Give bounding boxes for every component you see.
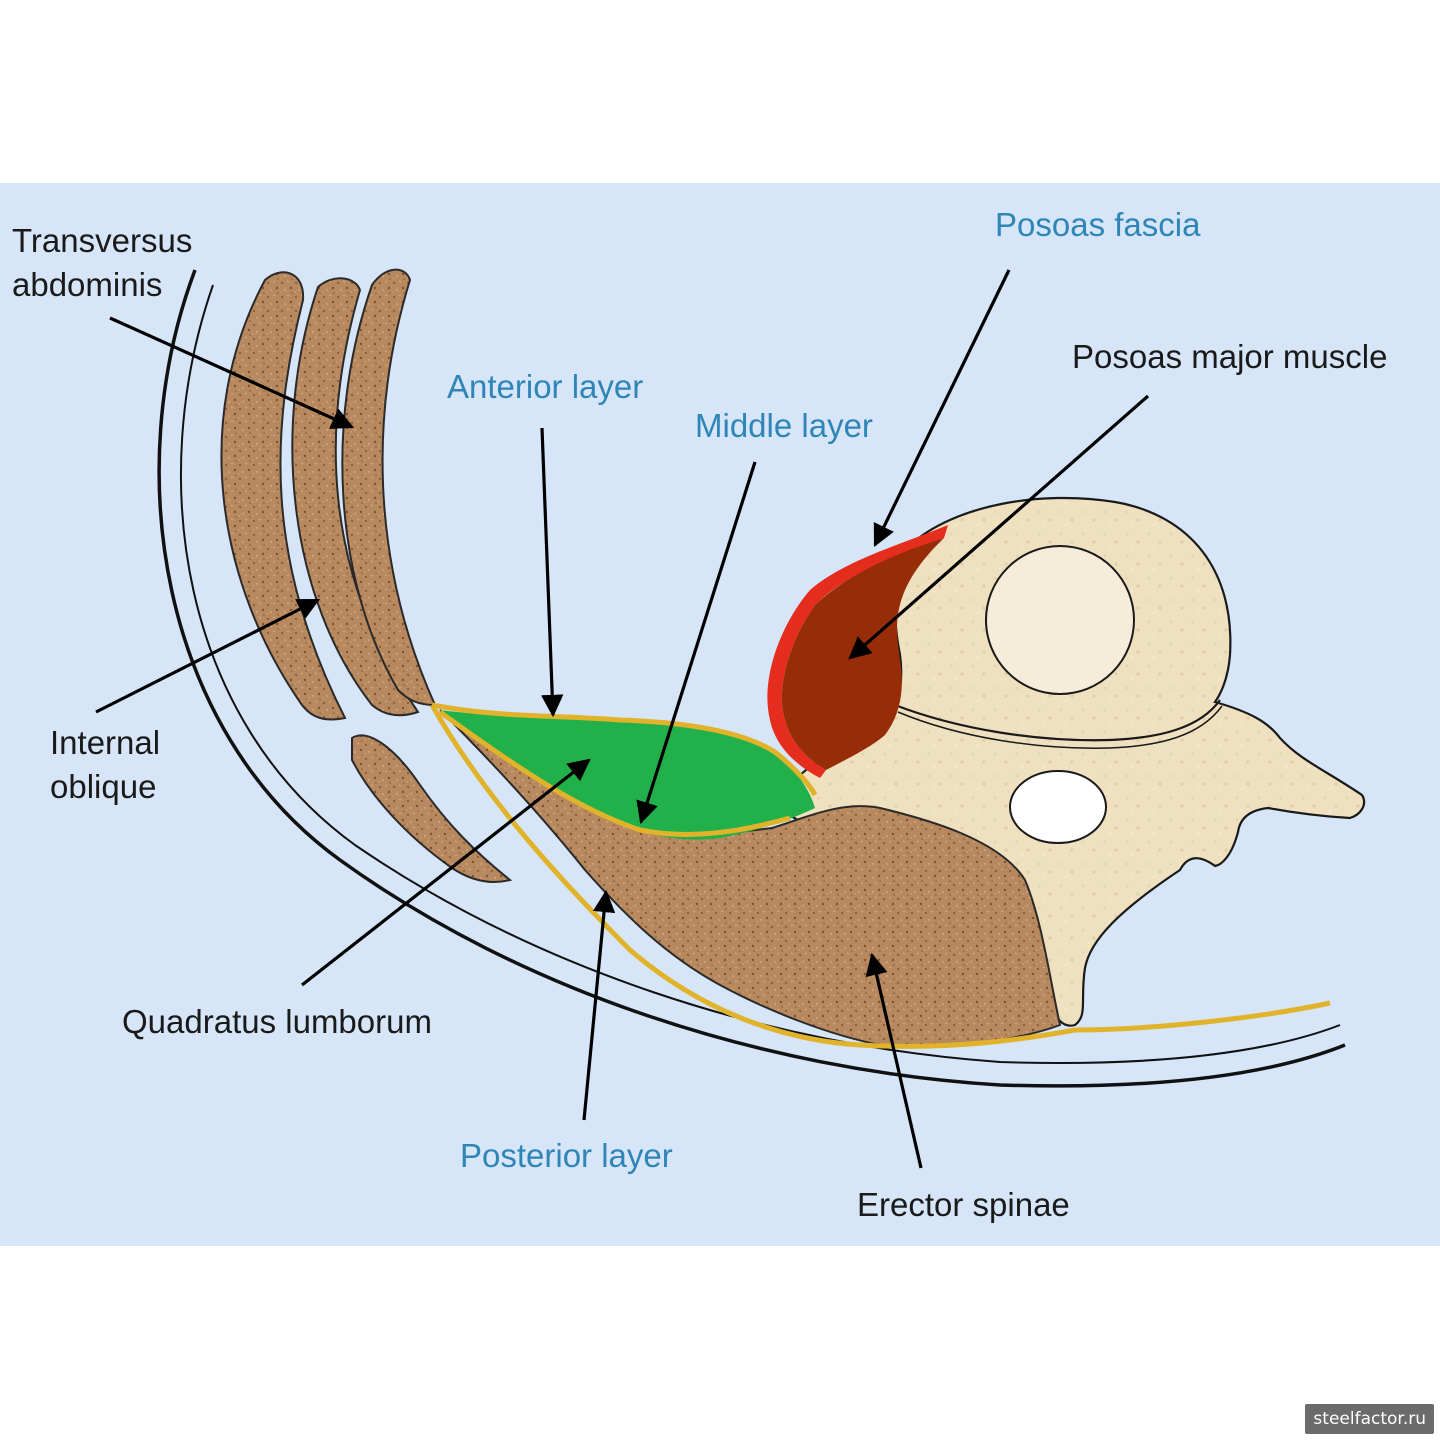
arrow-erector-spinae (865, 952, 923, 1169)
arrow-anterior-layer (540, 427, 564, 718)
arrow-quadratus-lumborum (301, 758, 591, 987)
latissimus-slip (351, 734, 513, 883)
skin-inner-line (179, 284, 1341, 1064)
posterior-layer-fascia (429, 703, 1331, 1049)
label-middle-layer: Middle layer (695, 407, 873, 444)
internal-oblique-muscle (291, 277, 420, 717)
intervertebral-line-2 (897, 705, 1223, 749)
skin-outer-line (157, 269, 1346, 1088)
arrow-middle-layer (636, 461, 757, 825)
label-anterior-layer: Anterior layer (447, 368, 643, 405)
arrow-psoas-major (848, 394, 1150, 660)
arrow-posterior-layer (582, 889, 616, 1121)
anterior-layer-fascia (431, 702, 818, 797)
psoas-fascia (767, 525, 948, 778)
arrow-transversus-abdominis (109, 316, 355, 429)
label-transversus-line2: abdominis (12, 266, 162, 303)
pointer-arrows (95, 269, 1150, 1169)
anterior-compartment (440, 710, 815, 840)
label-internal-oblique-line2: oblique (50, 768, 156, 805)
watermark: steelfactor.ru (1305, 1404, 1434, 1434)
label-psoas-fascia: Posoas fascia (995, 206, 1201, 243)
external-oblique-muscle (220, 271, 347, 721)
arrow-psoas-fascia (873, 269, 1011, 548)
label-internal-oblique-line1: Internal (50, 724, 160, 761)
label-posterior-layer: Posterior layer (460, 1137, 673, 1174)
vertebral-body-circle (985, 545, 1135, 695)
label-quadratus-lumborum: Quadratus lumborum (122, 1003, 432, 1040)
arrow-internal-oblique (95, 598, 320, 714)
intervertebral-line (894, 699, 1221, 742)
label-transversus-line1: Transversus (12, 222, 192, 259)
label-erector-spinae: Erector spinae (857, 1186, 1070, 1223)
label-psoas-major: Posoas major muscle (1072, 338, 1387, 375)
middle-layer-fascia (438, 709, 791, 837)
spinal-canal (1009, 770, 1107, 844)
